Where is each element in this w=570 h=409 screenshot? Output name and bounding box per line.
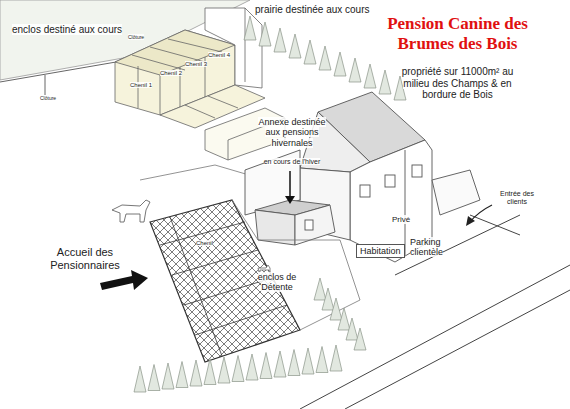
label-text: Chenil 3: [185, 61, 207, 67]
annex-arrowhead: [285, 196, 295, 204]
label-text: Parking clientèle: [410, 237, 443, 257]
site-label: Chenil 3: [185, 61, 225, 68]
conifer-tree: [334, 52, 346, 76]
conifer-tree: [349, 58, 361, 82]
conifer-tree: [190, 360, 202, 386]
conifer-tree: [148, 365, 160, 391]
conifer-tree: [304, 40, 316, 64]
conifer-tree: [346, 318, 358, 340]
conifer-tree: [232, 356, 244, 382]
building-sign: Habitation: [356, 244, 405, 258]
label-text: Annexe destinée aux pensions hivernales: [258, 117, 325, 148]
label-text: Clôture: [128, 34, 144, 40]
conifer-tree: [244, 16, 256, 40]
label-text: Privé: [392, 215, 410, 224]
node-text: Habitation: [360, 246, 401, 256]
conifer-tree: [319, 46, 331, 70]
site-label: Accueil des Pensionnaires: [40, 246, 130, 271]
house: [245, 92, 480, 262]
label-text: enclos destiné aux cours: [12, 24, 122, 35]
conifer-tree: [204, 359, 216, 385]
entry-arrowhead: [466, 216, 475, 226]
conifer-tree: [364, 64, 376, 88]
conifer-tree: [314, 278, 326, 300]
tree-rows: [134, 16, 406, 392]
annex-arrow: [289, 171, 291, 198]
conifer-tree: [354, 328, 366, 350]
label-text: Chenil 4: [208, 52, 230, 58]
conifer-tree: [330, 345, 342, 371]
site-label: en cours de l'hiver: [252, 158, 332, 166]
site-label: Annexe destinée aux pensions hivernales: [252, 117, 332, 148]
conifer-tree: [288, 350, 300, 376]
title: Pension Canine des Brumes des Bois: [385, 14, 530, 55]
fence: [232, 200, 360, 330]
annex-building: [255, 200, 335, 245]
label-text: Chenil 1: [130, 82, 152, 88]
conifer-tree: [246, 354, 258, 380]
conifer-tree: [259, 22, 271, 46]
site-label: Entrée des clients: [494, 190, 540, 206]
site-label: Chenil: [196, 240, 226, 247]
label-text: enclos de Détente: [258, 272, 297, 292]
label-text: Entrée des clients: [500, 190, 534, 205]
conifer-tree: [330, 298, 342, 320]
label-text: prairie destinée aux cours: [255, 4, 370, 15]
horse-sketch: [112, 200, 150, 222]
road: [300, 215, 570, 409]
kennel-runs: [150, 200, 300, 362]
conifer-tree: [218, 357, 230, 383]
label-text: Clôture: [40, 95, 56, 101]
label-text: en cours de l'hiver: [264, 158, 321, 165]
site-label: Clôture: [128, 35, 158, 41]
conifer-tree: [260, 353, 272, 379]
conifer-tree: [316, 347, 328, 373]
conifer-tree: [338, 308, 350, 330]
label-text: Accueil des Pensionnaires: [50, 246, 120, 271]
dog-sketch: [258, 265, 270, 272]
site-label: Chenil 4: [208, 52, 248, 59]
site-label: prairie destinée aux cours: [255, 4, 405, 16]
conifer-tree: [379, 70, 391, 94]
site-label: enclos de Détente: [252, 272, 302, 293]
conifer-tree: [274, 351, 286, 377]
site-label: Chenil 2: [160, 70, 200, 77]
label-text: Chenil 2: [160, 70, 182, 76]
conifer-tree: [274, 28, 286, 52]
site-label: Clôture: [40, 96, 70, 102]
welcome-arrow: [100, 270, 148, 290]
site-label: Chenil 1: [130, 82, 170, 89]
kennel-block: [115, 8, 285, 160]
entry-arrow: [470, 205, 492, 222]
conifer-tree: [302, 348, 314, 374]
label-text: Chenil: [196, 240, 213, 246]
site-label: Parking clientèle: [410, 237, 470, 258]
fence-post: [45, 75, 46, 95]
site-label: propriété sur 11000m² au milieu des Cham…: [390, 66, 525, 101]
conifer-tree: [322, 288, 334, 310]
conifer-tree: [176, 362, 188, 388]
site-label: Privé: [392, 215, 422, 224]
label-text: propriété sur 11000m² au milieu des Cham…: [402, 66, 514, 100]
conifer-tree: [289, 34, 301, 58]
conifer-tree: [162, 363, 174, 389]
conifer-tree: [134, 366, 146, 392]
